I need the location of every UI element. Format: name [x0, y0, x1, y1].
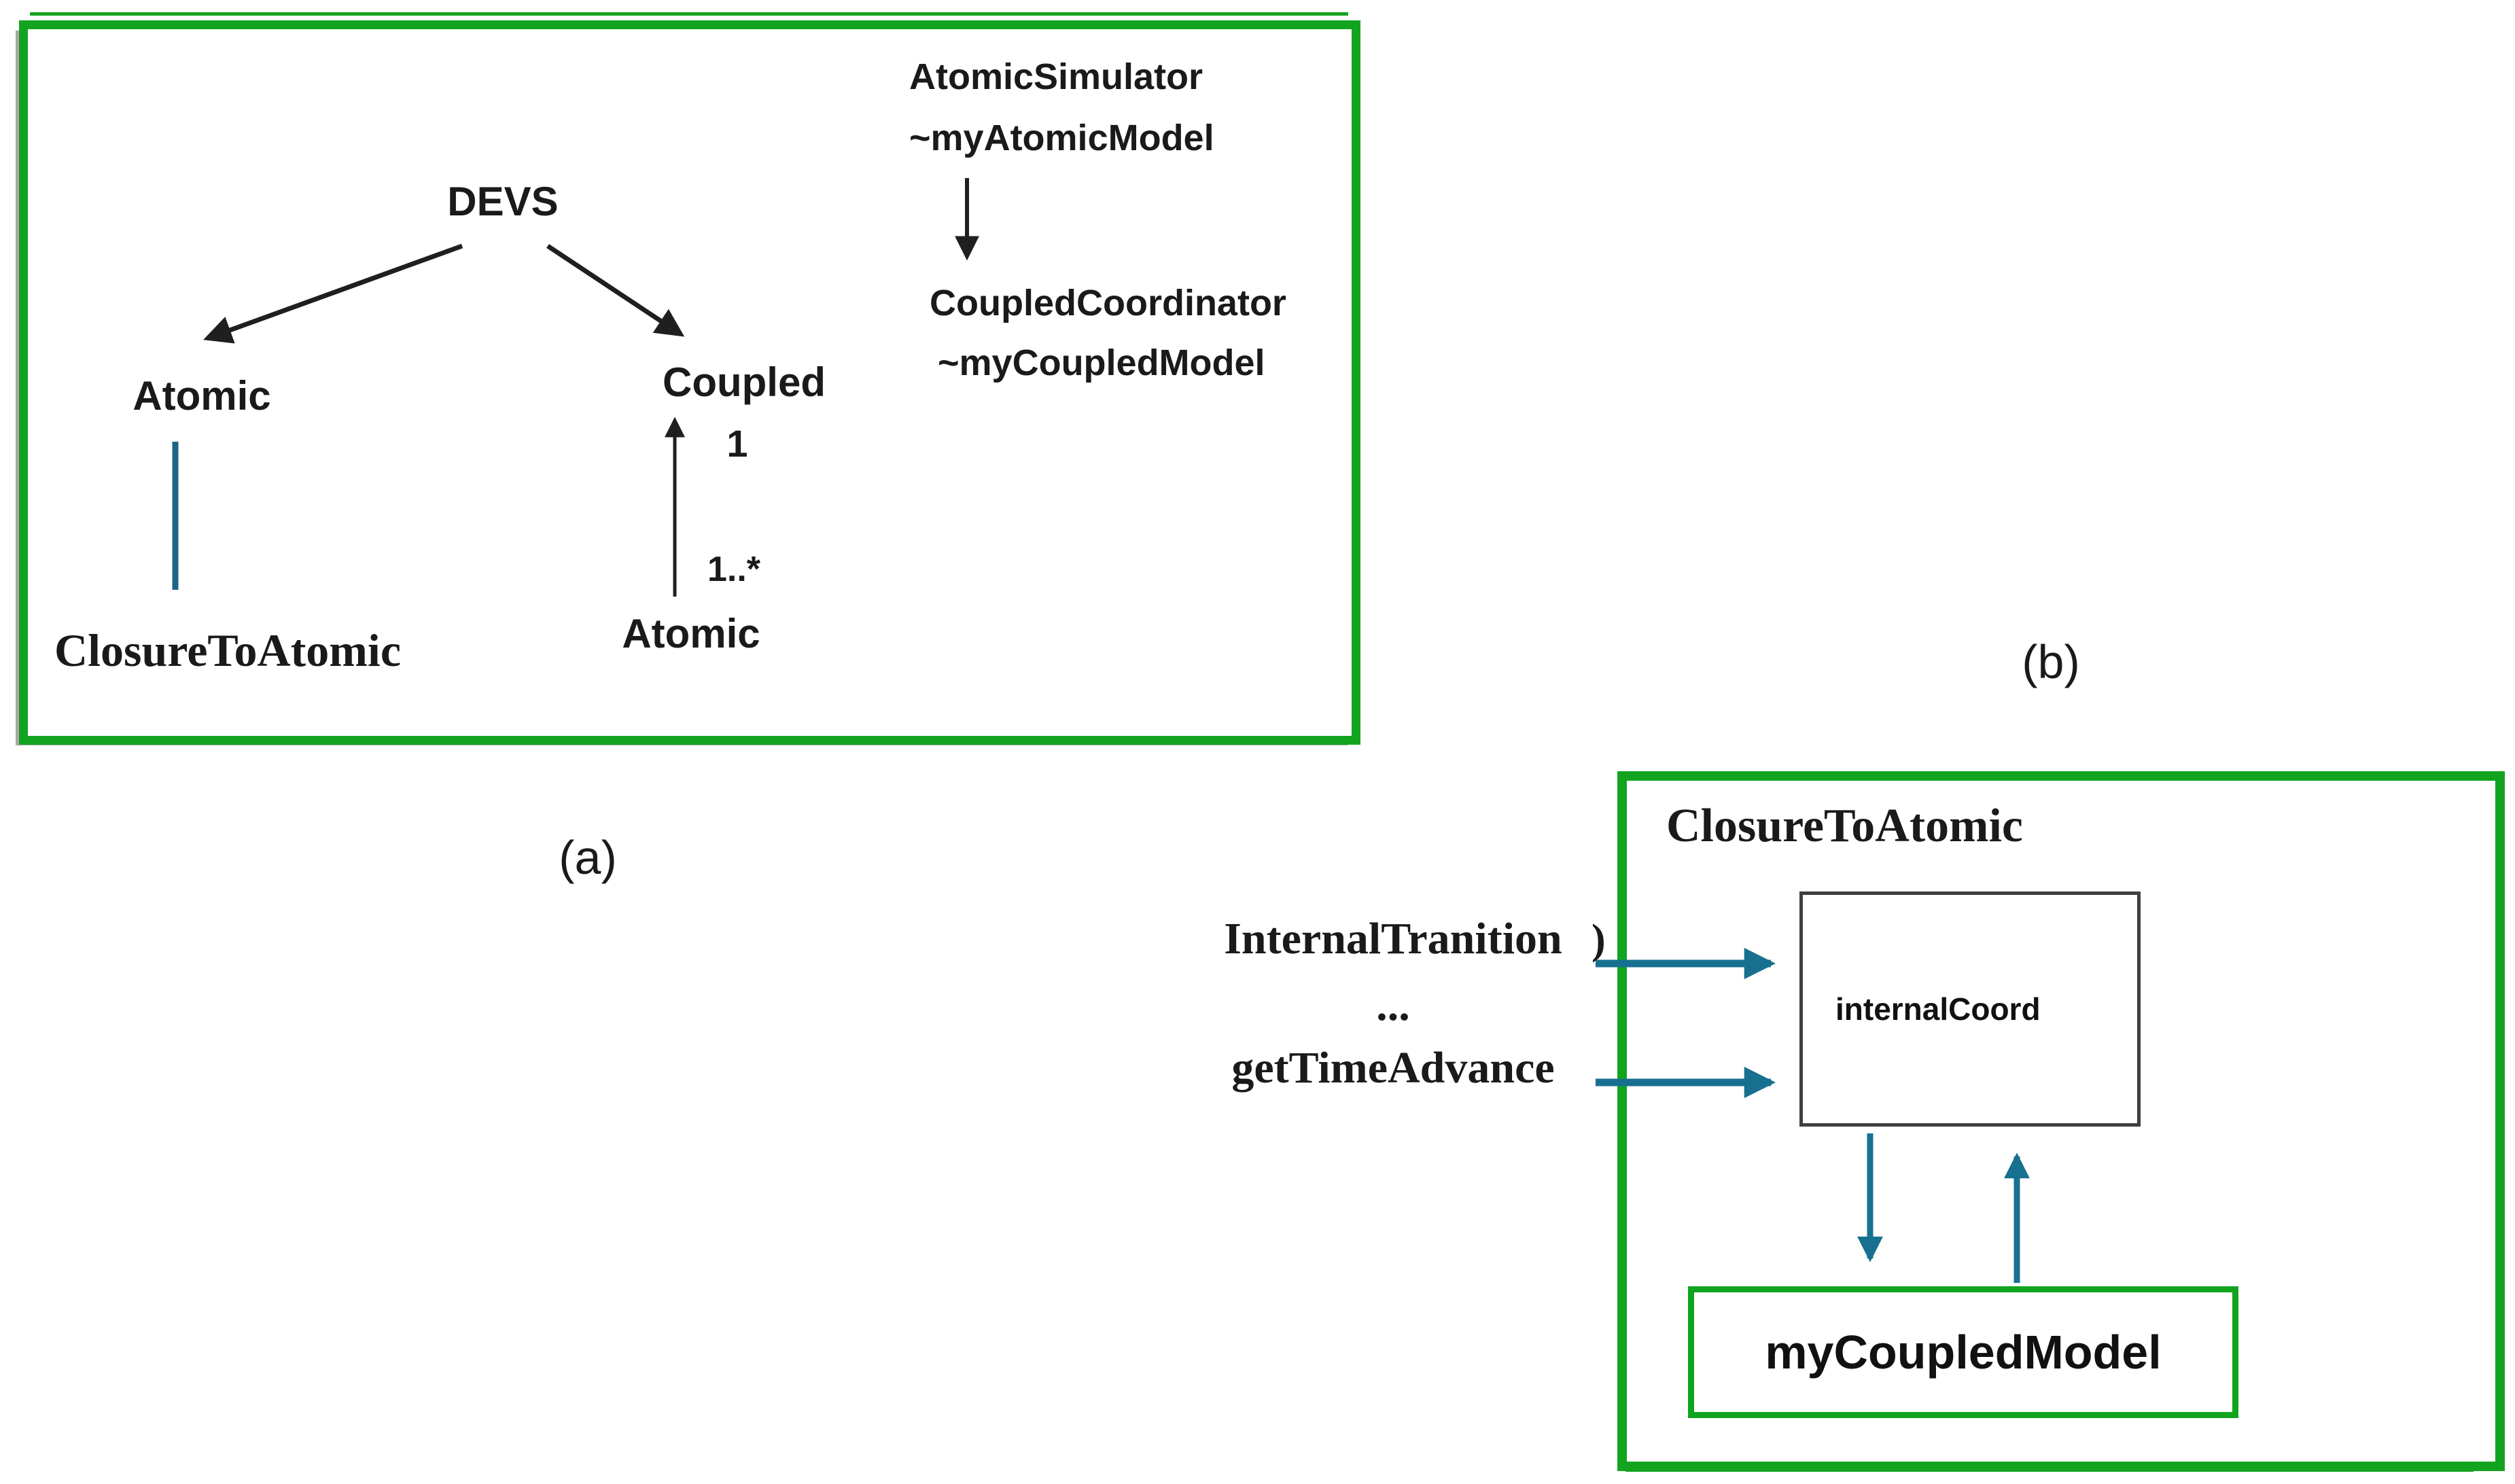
- coupled-coordinator-label: CoupledCoordinator: [930, 283, 1286, 323]
- internal-coord-box: internalCoord: [1799, 891, 2141, 1127]
- closure-to-atomic-title-b: ClosureToAtomic: [1666, 800, 2023, 852]
- my-atomic-model-label: ~myAtomicModel: [909, 118, 1214, 158]
- multiplicity-many-label: 1..*: [707, 550, 761, 589]
- internal-coord-label: internalCoord: [1835, 991, 2041, 1027]
- panel-a-top-accent-line: [30, 12, 1348, 16]
- atomic-child-label: Atomic: [622, 611, 760, 656]
- get-time-advance-label: getTimeAdvance: [1231, 1043, 1555, 1093]
- panel-b-bottom-accent-line: [1625, 1468, 2474, 1472]
- multiplicity-one-label: 1: [726, 422, 748, 465]
- devs-root-label: DEVS: [447, 179, 559, 224]
- paren-fragment-label: ): [1591, 917, 1606, 963]
- ellipsis-label: ...: [1376, 980, 1410, 1030]
- panel-a-frame: [19, 20, 1360, 745]
- atomic-simulator-label: AtomicSimulator: [909, 56, 1203, 97]
- internal-transition-label: InternalTranition: [1224, 914, 1562, 964]
- atomic-class-label: Atomic: [133, 373, 271, 419]
- caption-a: (a): [559, 831, 617, 884]
- my-coupled-model-ref-label: ~myCoupledModel: [938, 342, 1265, 383]
- caption-b: (b): [2022, 635, 2080, 688]
- my-coupled-model-label: myCoupledModel: [1765, 1326, 2162, 1379]
- my-coupled-model-box: myCoupledModel: [1688, 1286, 2238, 1418]
- closure-to-atomic-label-a: ClosureToAtomic: [54, 624, 401, 676]
- coupled-class-label: Coupled: [663, 359, 826, 405]
